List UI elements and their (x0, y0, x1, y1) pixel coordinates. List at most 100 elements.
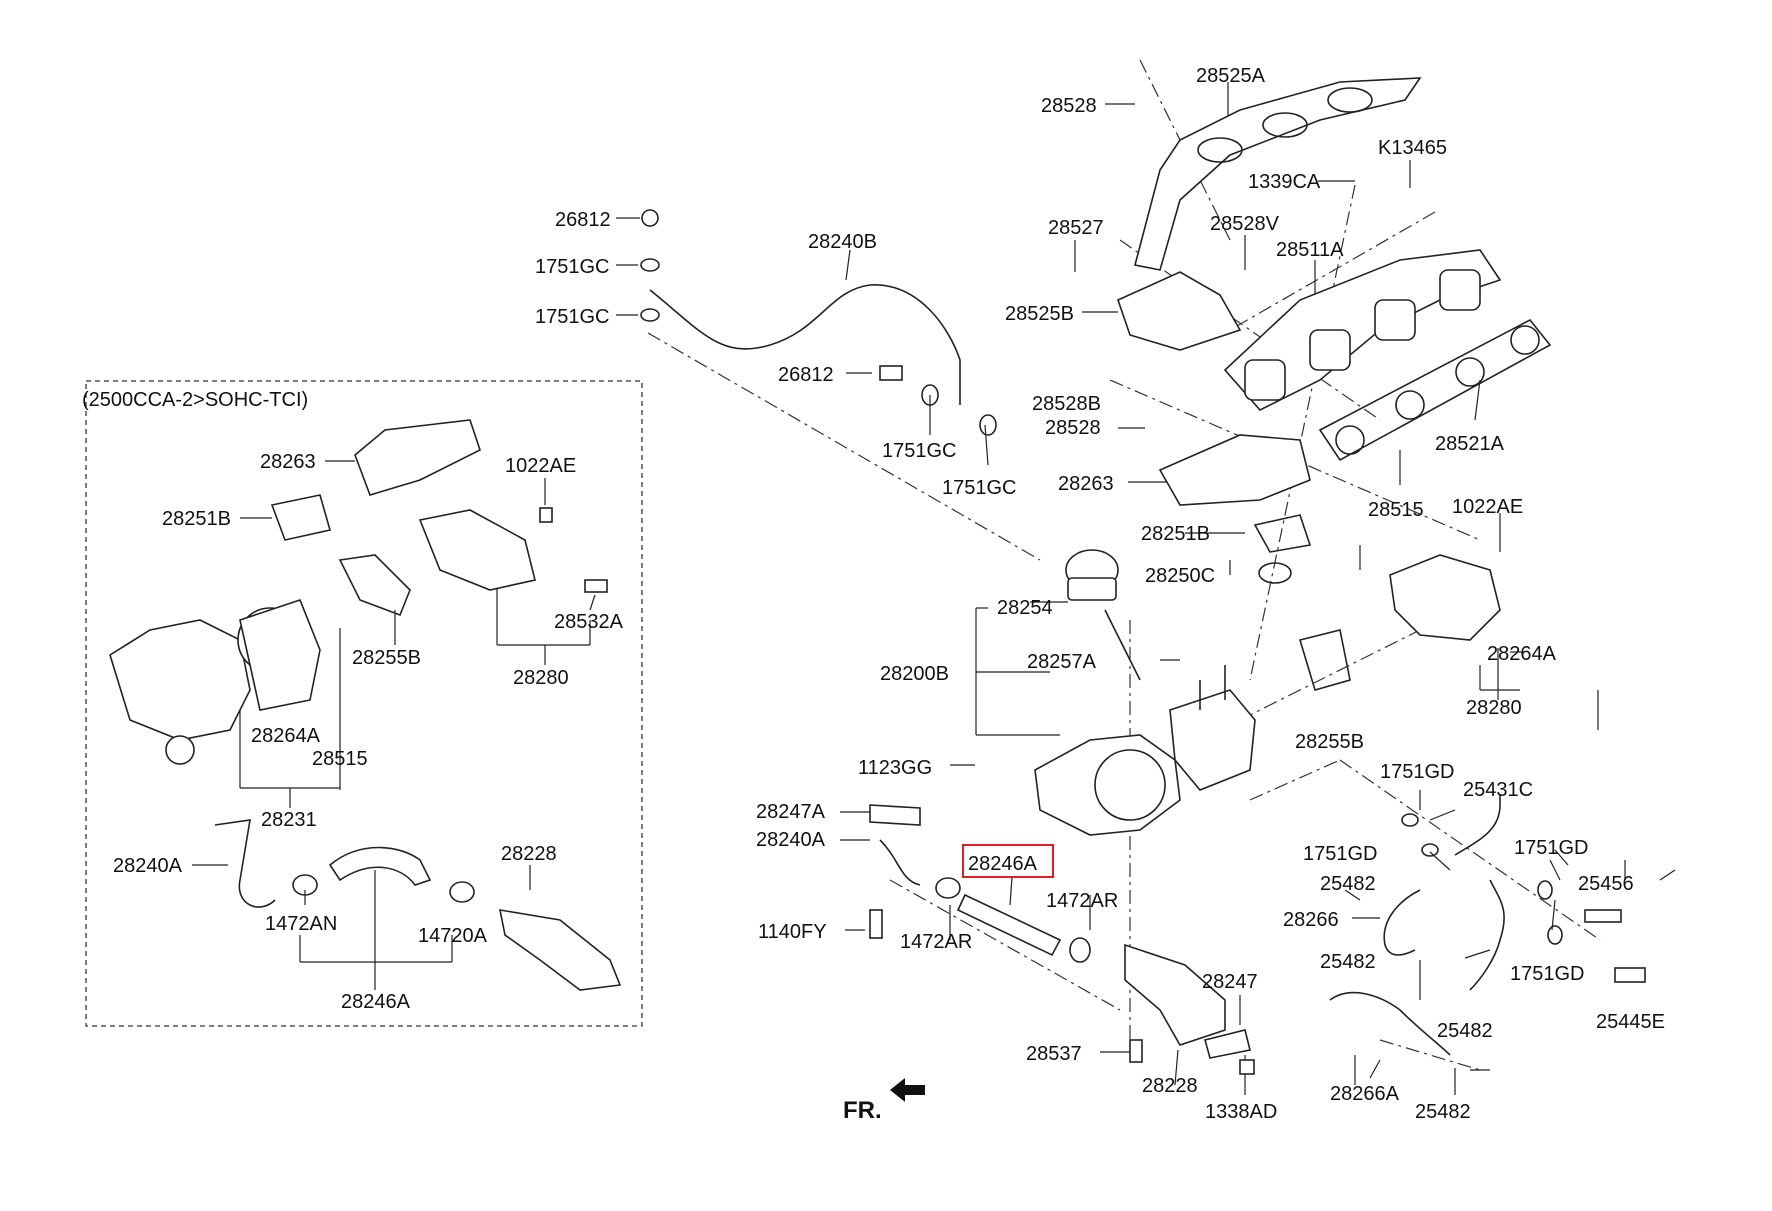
bolt-28537-drawing (1129, 1039, 1143, 1063)
label-28257A[interactable]: 28257A (1027, 651, 1097, 673)
label-1339CA[interactable]: 1339CA (1248, 171, 1321, 193)
variant-note: (2500CCA-2>SOHC-TCI) (82, 389, 308, 411)
heat-shield-lower-drawing (1117, 271, 1242, 351)
label-26812-mid[interactable]: 26812 (778, 364, 834, 386)
clamp-1472AN-drawing (292, 874, 318, 896)
label-28537[interactable]: 28537 (1026, 1043, 1082, 1065)
label-1022AE-right[interactable]: 1022AE (1452, 496, 1523, 518)
label-14720A[interactable]: 14720A (418, 925, 488, 947)
label-28527[interactable]: 28527 (1048, 217, 1104, 239)
label-28525B[interactable]: 28525B (1005, 303, 1074, 325)
label-25445E[interactable]: 25445E (1596, 1011, 1665, 1033)
hose-28266-drawing (1383, 889, 1421, 956)
label-1022AE-left[interactable]: 1022AE (505, 455, 576, 477)
label-1751GD-b[interactable]: 1751GD (1303, 843, 1378, 865)
label-28251B-right[interactable]: 28251B (1141, 523, 1210, 545)
bolt-26812-top-drawing (641, 209, 659, 227)
label-28254[interactable]: 28254 (997, 597, 1053, 619)
label-1472AR-a[interactable]: 1472AR (1046, 890, 1118, 912)
label-25482-c[interactable]: 25482 (1437, 1020, 1493, 1042)
label-1751GC-c[interactable]: 1751GC (882, 440, 957, 462)
oil-feed-pipe-drawing (649, 284, 961, 405)
label-28515-left[interactable]: 28515 (312, 748, 368, 770)
label-25482-a[interactable]: 25482 (1320, 873, 1376, 895)
label-28240A-right[interactable]: 28240A (756, 829, 826, 851)
label-1338AD[interactable]: 1338AD (1205, 1101, 1277, 1123)
label-26812-top[interactable]: 26812 (555, 209, 611, 231)
gasket-28251B-right-drawing (1253, 514, 1312, 553)
label-1140FY[interactable]: 1140FY (758, 921, 827, 943)
variant-box (85, 380, 643, 1027)
label-28228-left[interactable]: 28228 (501, 843, 557, 865)
label-28280-left[interactable]: 28280 (513, 667, 569, 689)
label-K13465[interactable]: K13465 (1378, 137, 1447, 159)
label-28264A-left[interactable]: 28264A (251, 725, 321, 747)
label-28266A[interactable]: 28266A (1330, 1083, 1400, 1105)
bolt-25445E-drawing (1614, 967, 1646, 983)
manifold-gasket-drawing (1318, 318, 1552, 462)
label-1123GG[interactable]: 1123GG (858, 757, 932, 779)
exhaust-manifold-drawing (1223, 249, 1502, 411)
label-28247A[interactable]: 28247A (756, 801, 826, 823)
label-28264A-right[interactable]: 28264A (1487, 643, 1557, 665)
label-1751GD-c[interactable]: 1751GD (1514, 837, 1589, 859)
label-25456[interactable]: 25456 (1578, 873, 1634, 895)
bolt-1140FY-drawing (869, 909, 883, 939)
label-28528-mid[interactable]: 28528 (1045, 417, 1101, 439)
label-1751GC-b[interactable]: 1751GC (535, 306, 610, 328)
label-1751GC-d[interactable]: 1751GC (942, 477, 1017, 499)
washer-1751GD-a-drawing (1401, 813, 1419, 827)
label-28200B[interactable]: 28200B (880, 663, 949, 685)
label-28228-right[interactable]: 28228 (1142, 1075, 1198, 1097)
label-1751GD-a[interactable]: 1751GD (1380, 761, 1455, 783)
label-28511A[interactable]: 28511A (1276, 239, 1344, 261)
label-1751GD-d[interactable]: 1751GD (1510, 963, 1585, 985)
label-28246A-highlighted[interactable]: 28246A (968, 853, 1038, 875)
label-28532A[interactable]: 28532A (554, 611, 624, 633)
bolt-26812-mid-drawing (879, 365, 903, 381)
label-28250C[interactable]: 28250C (1145, 565, 1215, 587)
turbocharger-left-drawing (109, 599, 321, 765)
label-28266[interactable]: 28266 (1283, 909, 1339, 931)
label-28525A[interactable]: 28525A (1196, 65, 1266, 87)
label-1751GC-a[interactable]: 1751GC (535, 256, 610, 278)
hose-28246A-drawing (956, 893, 1062, 957)
nut-1022AE-left-drawing (539, 507, 553, 523)
label-28247[interactable]: 28247 (1202, 971, 1258, 993)
label-28240A-left[interactable]: 28240A (113, 855, 183, 877)
heat-shield-upper-drawing (1134, 77, 1422, 271)
elbow-28280-right-drawing (1389, 554, 1501, 641)
label-28251B-left[interactable]: 28251B (162, 508, 231, 530)
label-28280-right[interactable]: 28280 (1466, 697, 1522, 719)
gasket-28251B-left-drawing (270, 494, 332, 541)
clamp-1472AR-a-drawing (935, 877, 961, 899)
washer-1751GD-c-drawing (1537, 880, 1553, 900)
label-28240B[interactable]: 28240B (808, 231, 877, 253)
washer-1751GC-a-drawing (640, 258, 660, 272)
bracket-28228-right-drawing (1124, 943, 1226, 1046)
label-28528B[interactable]: 28528B (1032, 393, 1101, 415)
label-28231[interactable]: 28231 (261, 809, 317, 831)
elbow-28280-left-drawing (418, 509, 536, 591)
gasket-28255B-right-drawing (1298, 629, 1351, 691)
label-28521A[interactable]: 28521A (1435, 433, 1505, 455)
coolant-pipe-25431C-drawing (1454, 795, 1505, 991)
gasket-28247-drawing (1204, 1029, 1251, 1059)
washer-1751GD-d-drawing (1547, 925, 1563, 945)
label-25482-b[interactable]: 25482 (1320, 951, 1376, 973)
label-25431C[interactable]: 25431C (1463, 779, 1533, 801)
stud-28532A-drawing (584, 579, 608, 593)
label-28263-right[interactable]: 28263 (1058, 473, 1114, 495)
label-28255B-left[interactable]: 28255B (352, 647, 421, 669)
label-28246A-left[interactable]: 28246A (341, 991, 411, 1013)
label-28515-right[interactable]: 28515 (1368, 499, 1424, 521)
label-1472AR-b[interactable]: 1472AR (900, 931, 972, 953)
hose-28266A-drawing (1329, 991, 1451, 1056)
label-28255B-right[interactable]: 28255B (1295, 731, 1364, 753)
label-1472AN[interactable]: 1472AN (265, 913, 337, 935)
label-25482-d[interactable]: 25482 (1415, 1101, 1471, 1123)
label-28528V[interactable]: 28528V (1210, 213, 1280, 235)
label-28263-left[interactable]: 28263 (260, 451, 316, 473)
label-28528-top[interactable]: 28528 (1041, 95, 1097, 117)
clamp-14720A-drawing (449, 881, 475, 903)
